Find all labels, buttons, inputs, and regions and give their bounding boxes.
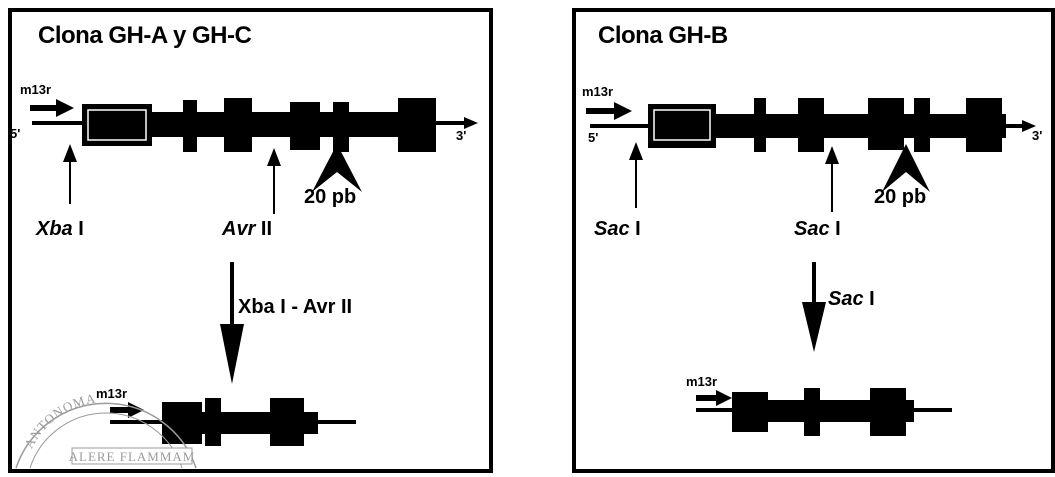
m13r-primer-arrow <box>30 99 74 117</box>
exon-block-3 <box>224 98 252 152</box>
svg-text:ANTONOMA: ANTONOMA <box>21 391 97 451</box>
primer-label-product: m13r <box>96 386 128 401</box>
sac-site-label-2: Sac I <box>794 218 841 240</box>
exon-block-6 <box>398 98 436 152</box>
sac-site-arrow-2 <box>825 146 839 212</box>
promoter-box <box>87 109 147 141</box>
exon-block-5 <box>914 98 930 152</box>
digestion-arrow <box>220 262 244 384</box>
exon-block-2 <box>183 100 197 152</box>
primer-label: m13r <box>582 84 614 99</box>
exon-block-2 <box>754 98 766 152</box>
xba-site-label: Xba I <box>36 218 84 240</box>
product-exon-2 <box>205 398 221 446</box>
three-prime-label: 3' <box>1032 128 1043 143</box>
product-exon-2 <box>804 388 820 436</box>
five-prime-label: 5' <box>588 130 599 145</box>
m13r-primer-arrow <box>586 102 632 120</box>
digest-enzyme-label: Sac I <box>828 288 875 310</box>
panel-title: Clona GH-B <box>598 22 728 49</box>
primer-label-product: m13r <box>686 374 718 389</box>
promoter-box <box>653 109 711 141</box>
digest-enzymes-label: Xba I - Avr II <box>238 296 353 318</box>
deletion-label: 20 pb <box>304 186 357 208</box>
panel-title: Clona GH-A y GH-C <box>38 22 252 49</box>
avr-site-label: Avr II <box>222 218 273 240</box>
product-exon-3 <box>270 398 304 446</box>
exon-block-5 <box>333 102 349 152</box>
university-seal-watermark: ANTONOMA ALERE FLAMMAM <box>15 391 197 469</box>
sac-site-arrow-1 <box>629 142 643 208</box>
backbone-end-arrow <box>1022 120 1036 132</box>
primer-label: m13r <box>20 82 52 97</box>
deletion-label: 20 pb <box>874 186 927 208</box>
gene-map-diagram <box>30 98 478 446</box>
gene-map-diagram <box>586 98 1036 436</box>
exon-block-6 <box>966 98 1002 152</box>
m13r-primer-arrow-product <box>110 402 144 418</box>
exon-block-4 <box>868 98 904 150</box>
xba-site-arrow <box>63 144 77 204</box>
sac-site-label-1: Sac I <box>594 218 641 240</box>
product-exon-3 <box>870 388 906 436</box>
clone-panel-gh-a-gh-c: Clona GH-A y GH-C <box>8 8 493 473</box>
three-prime-label: 3' <box>456 128 467 143</box>
avr-site-arrow <box>267 148 281 214</box>
exon-block-3 <box>798 98 824 152</box>
product-intron-bar <box>732 400 914 422</box>
exon-block-1 <box>82 104 152 146</box>
svg-text:ALERE FLAMMAM: ALERE FLAMMAM <box>69 449 196 464</box>
exon-block-4 <box>290 102 320 150</box>
backbone-end-arrow <box>464 117 478 129</box>
m13r-primer-arrow-product <box>696 390 732 406</box>
digestion-arrow <box>802 262 826 352</box>
deletion-chevron <box>882 144 930 192</box>
clone-panel-gh-b: Clona GH-B <box>572 8 1055 473</box>
five-prime-label: 5' <box>10 126 21 141</box>
deletion-chevron <box>312 144 362 192</box>
